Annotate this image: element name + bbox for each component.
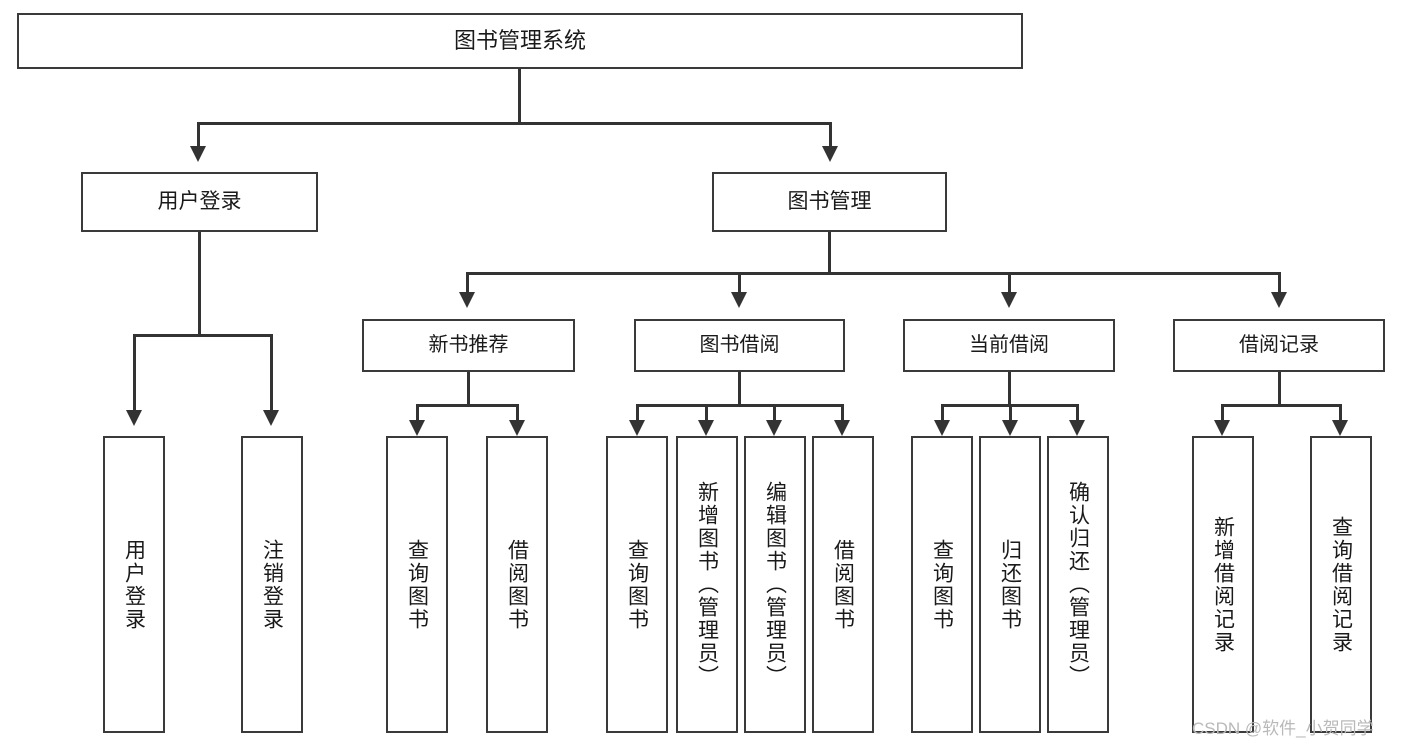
leaf-user-login[interactable]: 用户登录 — [103, 436, 165, 733]
node-label: 查询图书 — [405, 538, 429, 631]
leaf-logout[interactable]: 注销登录 — [241, 436, 303, 733]
leaf-return-book[interactable]: 归还图书 — [979, 436, 1041, 733]
arrow-leaf-query-book-2 — [629, 420, 645, 436]
node-root-system[interactable]: 图书管理系统 — [17, 13, 1023, 69]
edge-recommend-drop-1 — [416, 404, 419, 422]
node-label: 注销登录 — [260, 538, 284, 631]
leaf-borrow-book-recommend[interactable]: 借阅图书 — [486, 436, 548, 733]
node-book-borrow[interactable]: 图书借阅 — [634, 319, 845, 372]
arrow-leaf-borrow-book-2 — [834, 420, 850, 436]
arrow-to-user-login — [190, 146, 206, 162]
edge-book-mgmt-drop-2 — [738, 272, 741, 294]
arrow-to-new-book-recommend — [459, 292, 475, 308]
leaf-query-book-recommend[interactable]: 查询图书 — [386, 436, 448, 733]
edge-borrow-drop-1 — [636, 404, 639, 422]
edge-record-drop-1 — [1221, 404, 1224, 422]
edge-user-login-drop-2 — [270, 334, 273, 412]
leaf-add-borrow-record[interactable]: 新增借阅记录 — [1192, 436, 1254, 733]
node-label: 借阅记录 — [1239, 334, 1319, 356]
arrow-leaf-add-book — [698, 420, 714, 436]
edge-record-bus — [1221, 404, 1341, 407]
node-label: 归还图书 — [998, 538, 1022, 631]
node-label: 编辑图书（管理员） — [763, 481, 787, 688]
edge-root-bus — [197, 122, 832, 125]
edge-root-stem — [518, 69, 521, 124]
arrow-to-borrow-record — [1271, 292, 1287, 308]
arrow-leaf-query-record — [1332, 420, 1348, 436]
edge-current-stem — [1008, 372, 1011, 406]
edge-borrow-drop-2 — [705, 404, 708, 422]
arrow-to-current-borrow — [1001, 292, 1017, 308]
node-current-borrow[interactable]: 当前借阅 — [903, 319, 1115, 372]
arrow-leaf-logout — [263, 410, 279, 426]
edge-root-to-book-mgmt — [829, 122, 832, 148]
node-borrow-record[interactable]: 借阅记录 — [1173, 319, 1385, 372]
edge-current-drop-3 — [1076, 404, 1079, 422]
leaf-confirm-return-admin[interactable]: 确认归还（管理员） — [1047, 436, 1109, 733]
leaf-add-book-admin[interactable]: 新增图书（管理员） — [676, 436, 738, 733]
leaf-query-book-borrow[interactable]: 查询图书 — [606, 436, 668, 733]
node-label: 查询借阅记录 — [1329, 515, 1353, 654]
arrow-leaf-borrow-book-1 — [509, 420, 525, 436]
node-label: 查询图书 — [625, 538, 649, 631]
node-label: 图书管理 — [787, 189, 872, 213]
node-label: 借阅图书 — [831, 538, 855, 631]
arrow-leaf-edit-book — [766, 420, 782, 436]
edge-user-login-bus — [133, 334, 273, 337]
node-label: 图书借阅 — [699, 334, 780, 356]
node-label: 查询图书 — [930, 538, 954, 631]
edge-book-mgmt-drop-3 — [1008, 272, 1011, 294]
arrow-to-book-borrow — [731, 292, 747, 308]
edge-borrow-drop-4 — [841, 404, 844, 422]
arrow-leaf-query-book-1 — [409, 420, 425, 436]
edge-recommend-stem — [467, 372, 470, 406]
edge-user-login-drop-1 — [133, 334, 136, 412]
node-label: 借阅图书 — [505, 538, 529, 631]
arrow-leaf-user-login — [126, 410, 142, 426]
edge-record-drop-2 — [1339, 404, 1342, 422]
arrow-leaf-return-book — [1002, 420, 1018, 436]
edge-borrow-stem — [738, 372, 741, 406]
edge-current-drop-1 — [941, 404, 944, 422]
edge-current-drop-2 — [1009, 404, 1012, 422]
node-book-management[interactable]: 图书管理 — [712, 172, 947, 232]
edge-borrow-bus — [636, 404, 844, 407]
edge-user-login-stem — [198, 232, 201, 336]
arrow-to-book-mgmt — [822, 146, 838, 162]
edge-book-mgmt-drop-1 — [466, 272, 469, 294]
edge-recommend-bus — [416, 404, 519, 407]
node-label: 用户登录 — [157, 189, 242, 213]
node-label: 新增图书（管理员） — [695, 481, 719, 688]
arrow-leaf-confirm-return — [1069, 420, 1085, 436]
node-label: 确认归还（管理员） — [1066, 481, 1090, 688]
arrow-leaf-add-record — [1214, 420, 1230, 436]
leaf-query-book-current[interactable]: 查询图书 — [911, 436, 973, 733]
edge-borrow-drop-3 — [773, 404, 776, 422]
arrow-leaf-query-book-3 — [934, 420, 950, 436]
edge-book-mgmt-bus — [466, 272, 1281, 275]
edge-root-to-user-login — [197, 122, 200, 148]
node-new-book-recommend[interactable]: 新书推荐 — [362, 319, 575, 372]
edge-recommend-drop-2 — [516, 404, 519, 422]
leaf-borrow-book-borrow[interactable]: 借阅图书 — [812, 436, 874, 733]
node-label: 用户登录 — [122, 538, 146, 631]
edge-book-mgmt-drop-4 — [1278, 272, 1281, 294]
node-label: 当前借阅 — [969, 334, 1049, 356]
node-label: 新书推荐 — [428, 334, 509, 356]
edge-record-stem — [1278, 372, 1281, 406]
node-label: 新增借阅记录 — [1211, 515, 1235, 654]
edge-book-mgmt-stem — [828, 232, 831, 274]
leaf-edit-book-admin[interactable]: 编辑图书（管理员） — [744, 436, 806, 733]
leaf-query-borrow-record[interactable]: 查询借阅记录 — [1310, 436, 1372, 733]
node-label: 图书管理系统 — [453, 28, 586, 54]
node-user-login[interactable]: 用户登录 — [81, 172, 318, 232]
